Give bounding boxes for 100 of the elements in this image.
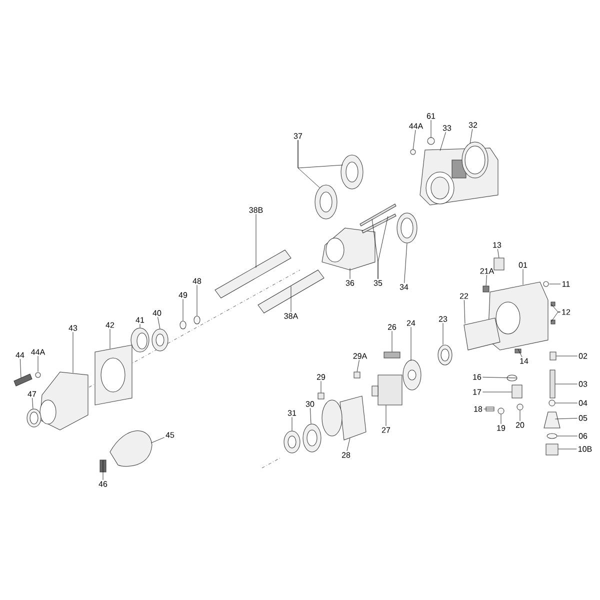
callout-number: 48 bbox=[192, 278, 202, 284]
leader-line bbox=[290, 286, 292, 312]
leader-line bbox=[482, 376, 517, 378]
ring bbox=[462, 142, 488, 178]
inlet-bushing bbox=[546, 444, 558, 456]
callout-number: 33 bbox=[442, 125, 452, 131]
leader-line bbox=[310, 408, 312, 424]
pin bbox=[360, 204, 396, 226]
shaft bbox=[214, 250, 292, 298]
cap bbox=[550, 352, 556, 360]
clip bbox=[494, 258, 504, 270]
o-ring bbox=[506, 374, 518, 382]
leader-line bbox=[404, 243, 408, 284]
callout-number: 18 bbox=[474, 406, 482, 412]
gasket-plate bbox=[94, 344, 132, 406]
callout-number: 32 bbox=[468, 122, 478, 128]
o-ring bbox=[180, 320, 186, 330]
callout-number: 29 bbox=[316, 374, 326, 380]
callout-number: 36 bbox=[346, 280, 354, 286]
callout-number: 35 bbox=[374, 280, 382, 286]
callout-number: 42 bbox=[106, 322, 114, 328]
callout-number: 14 bbox=[520, 358, 528, 364]
callout-number: 31 bbox=[288, 410, 296, 416]
leader-line bbox=[151, 437, 164, 444]
leader-line bbox=[346, 438, 350, 452]
leader-line bbox=[442, 322, 444, 345]
callout-number: 40 bbox=[152, 310, 162, 316]
callout-number: 22 bbox=[460, 293, 468, 299]
ring bbox=[340, 154, 364, 190]
callout-number: 02 bbox=[578, 353, 588, 359]
callout-number: 28 bbox=[342, 452, 350, 458]
callout-number: 38B bbox=[249, 207, 263, 213]
leader-line bbox=[378, 216, 388, 280]
valve-body bbox=[512, 384, 522, 398]
gasket bbox=[464, 318, 500, 350]
callout-number: 43 bbox=[68, 325, 78, 331]
washer bbox=[35, 372, 41, 378]
callout-number: 19 bbox=[497, 425, 506, 431]
shaft bbox=[258, 270, 324, 314]
pin bbox=[362, 214, 396, 234]
callout-number: 26 bbox=[388, 324, 396, 330]
leader-line bbox=[20, 358, 22, 378]
leader-line bbox=[522, 268, 524, 285]
leader-line bbox=[356, 360, 360, 372]
leader-line bbox=[298, 140, 320, 188]
callout-number: 61 bbox=[426, 113, 436, 119]
leader-line bbox=[464, 300, 466, 324]
callout-number: 34 bbox=[400, 284, 408, 290]
leader-line bbox=[558, 448, 577, 450]
callout-number: 16 bbox=[473, 374, 482, 380]
callout-number: 29A bbox=[353, 353, 368, 359]
pin bbox=[318, 392, 324, 400]
callout-number: 23 bbox=[438, 316, 448, 322]
o-ring bbox=[546, 433, 558, 439]
callout-number: 38A bbox=[284, 313, 298, 319]
leader-line bbox=[412, 130, 416, 150]
leader-line bbox=[182, 298, 184, 321]
pin bbox=[550, 320, 556, 324]
screw bbox=[482, 286, 490, 292]
leader-line bbox=[484, 408, 494, 410]
callout-number: 13 bbox=[493, 242, 502, 248]
leader-line bbox=[550, 312, 560, 322]
callout-number: 27 bbox=[382, 427, 390, 433]
leader-line bbox=[72, 332, 74, 373]
leader-line bbox=[551, 304, 560, 312]
callout-number: 03 bbox=[578, 381, 588, 387]
leader-line bbox=[32, 398, 34, 409]
leader-line bbox=[430, 120, 432, 138]
handle bbox=[110, 430, 152, 467]
vane bbox=[384, 352, 400, 358]
spring bbox=[544, 412, 560, 428]
callout-number: 12 bbox=[562, 309, 570, 315]
spring bbox=[543, 281, 549, 287]
leader-line bbox=[486, 274, 487, 286]
callout-number: 10B bbox=[578, 446, 592, 452]
callout-number: 49 bbox=[178, 292, 188, 298]
callout-number: 44A bbox=[31, 349, 46, 355]
washer bbox=[152, 328, 168, 352]
cylinder bbox=[322, 396, 366, 440]
leader-line bbox=[555, 402, 578, 404]
leader-line bbox=[158, 316, 160, 329]
leader-line bbox=[320, 380, 322, 393]
o-ring bbox=[194, 316, 200, 324]
callout-number: 44A bbox=[409, 123, 424, 129]
screw bbox=[486, 406, 494, 412]
cage bbox=[322, 228, 376, 270]
callout-number: 11 bbox=[562, 281, 570, 287]
front-housing bbox=[40, 372, 88, 430]
callout-number: 47 bbox=[28, 391, 36, 397]
callout-number: 30 bbox=[306, 401, 314, 407]
disc bbox=[402, 360, 422, 390]
leader-line bbox=[196, 284, 198, 316]
leader-line bbox=[518, 349, 522, 358]
callout-number: 24 bbox=[406, 320, 416, 326]
leader-line bbox=[497, 248, 500, 258]
leader-line bbox=[555, 418, 578, 420]
pin bbox=[514, 348, 522, 354]
leader-line bbox=[500, 414, 502, 424]
callout-number: 05 bbox=[578, 415, 588, 421]
rod bbox=[550, 370, 556, 398]
